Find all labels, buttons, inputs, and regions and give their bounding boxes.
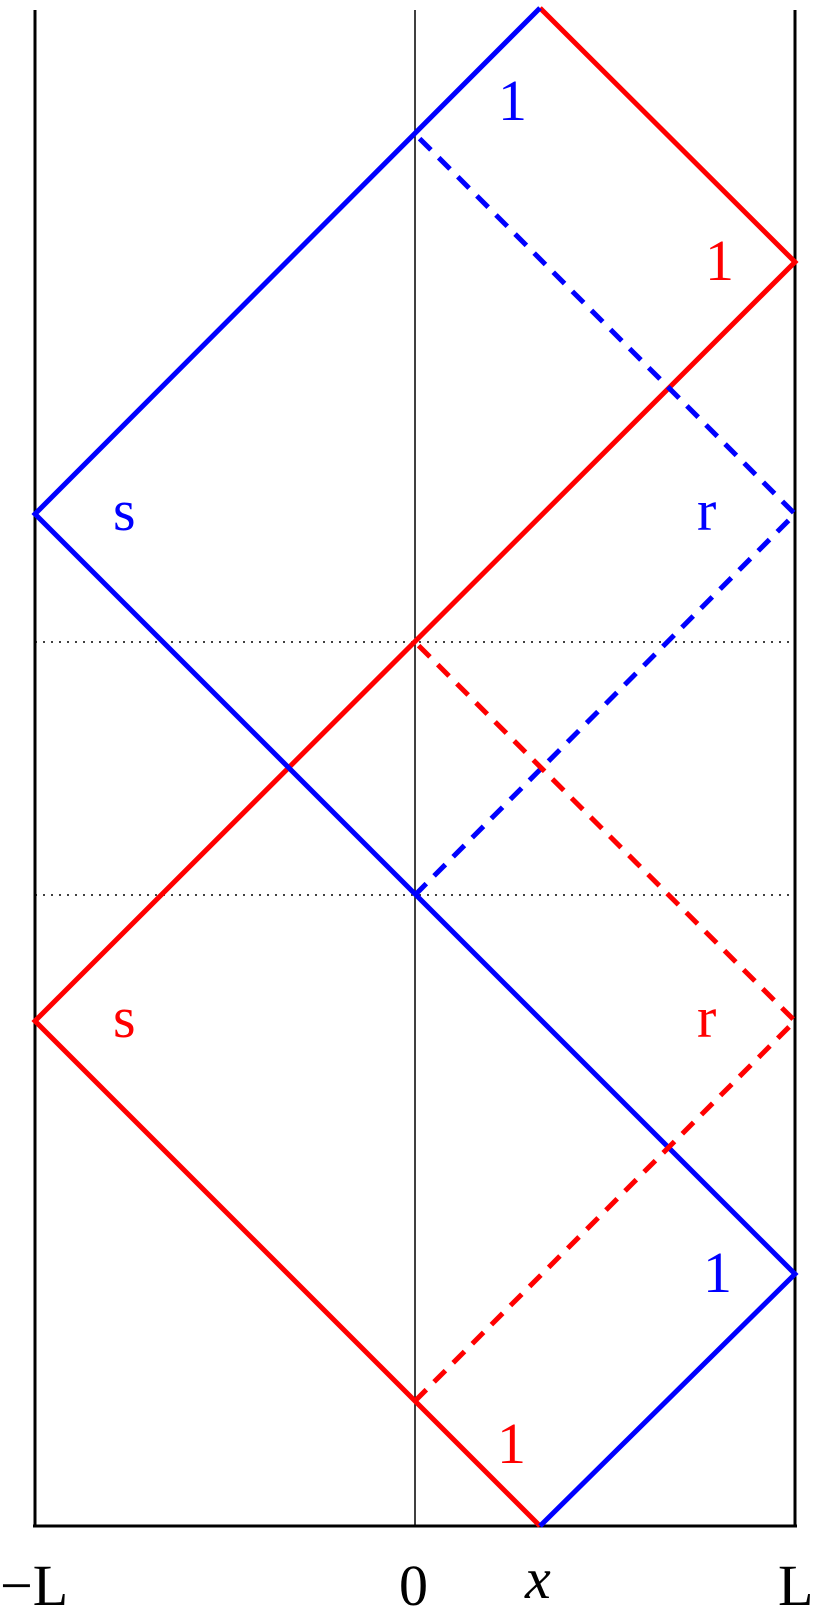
- red-upper-label: 1: [705, 228, 734, 293]
- red-r-label: r: [697, 985, 716, 1050]
- red-dashed-path: [413, 640, 799, 1403]
- tick-zero: 0: [399, 1553, 428, 1611]
- red-s-label: s: [113, 985, 136, 1050]
- tick-x: x: [524, 1546, 551, 1611]
- tick-l: L: [778, 1553, 813, 1611]
- red-bottom-label: 1: [497, 1411, 526, 1476]
- blue-top-label: 1: [498, 68, 527, 133]
- blue-r-label: r: [697, 478, 716, 543]
- red-solid-path: [31, 6, 799, 1528]
- blue-lower-label: 1: [703, 1240, 732, 1305]
- blue-dashed-path: [413, 132, 799, 897]
- blue-s-label: s: [113, 478, 136, 543]
- tick-minus-l: −L: [0, 1553, 68, 1611]
